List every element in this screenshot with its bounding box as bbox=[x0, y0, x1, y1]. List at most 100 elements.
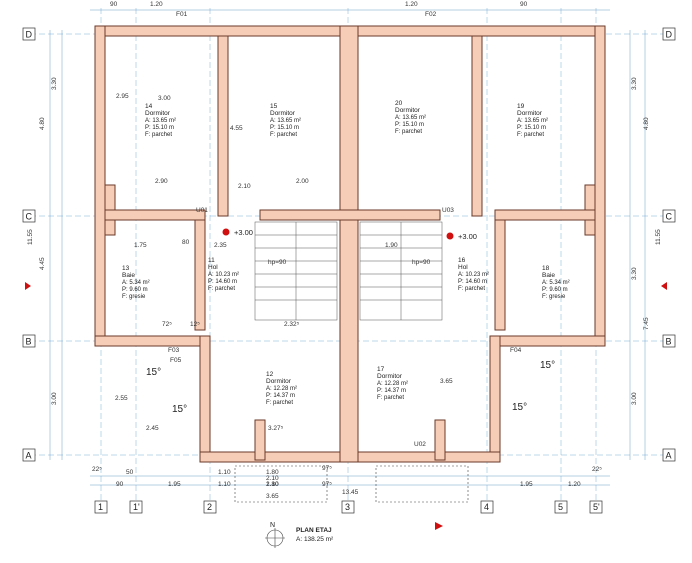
dim-right-5: 7.45 bbox=[643, 317, 650, 330]
balcony-right bbox=[375, 465, 469, 503]
dim-bottom: 1.95 bbox=[168, 481, 181, 488]
axis-box-bottom bbox=[341, 500, 355, 514]
dim-right-2: 4.80 bbox=[643, 117, 650, 130]
dim-interior: 1.90 bbox=[385, 242, 398, 249]
room-floor: F: parchet bbox=[377, 395, 404, 401]
room-number: 14 bbox=[145, 103, 153, 110]
dim-left-2: 4.80 bbox=[39, 117, 46, 130]
dim-bottom: 22⁵ bbox=[592, 466, 602, 473]
room-number: 13 bbox=[122, 265, 130, 272]
room-perimeter: P: 15.10 m bbox=[517, 125, 546, 131]
slope-label-3: 15° bbox=[172, 404, 187, 415]
axis-box-left bbox=[22, 209, 36, 223]
room-perimeter: P: 15.10 m bbox=[395, 122, 424, 128]
stair-label-left: hp=90 bbox=[268, 259, 287, 266]
dim-interior: 3.65 bbox=[440, 378, 453, 385]
section-arrow-icon bbox=[25, 282, 31, 290]
axis-box-right bbox=[662, 334, 676, 348]
room-area: A: 13.65 m² bbox=[270, 118, 301, 124]
dim-top-2: 1.20 bbox=[405, 1, 418, 8]
room-area: A: 12.28 m² bbox=[266, 386, 297, 392]
dim-right-3: 11.55 bbox=[655, 229, 662, 245]
dimension-lines bbox=[49, 9, 646, 486]
room-area: A: 10.23 m² bbox=[458, 272, 489, 278]
section-arrow-icon bbox=[435, 522, 443, 530]
dim-interior: 2.35 bbox=[214, 242, 227, 249]
dim-bottom: 22⁵ bbox=[92, 466, 102, 473]
axis-label-bottom: 4 bbox=[484, 502, 489, 512]
axis-box-bottom bbox=[554, 500, 568, 514]
dim-interior: 3.27⁵ bbox=[268, 425, 284, 432]
room-area: A: 5.34 m² bbox=[122, 280, 150, 286]
room-number: 11 bbox=[208, 257, 215, 264]
dim-right-4: 3.30 bbox=[631, 267, 638, 280]
room-number: 20 bbox=[395, 100, 403, 107]
window-tag: F04 bbox=[510, 347, 522, 354]
room-name: Baie bbox=[542, 272, 555, 279]
dim-interior: 2.45 bbox=[146, 425, 159, 432]
room-name: Hol bbox=[208, 264, 218, 271]
dim-bottom: 90 bbox=[116, 481, 124, 488]
axis-label-right: A bbox=[666, 451, 672, 461]
dim-top-4: 90 bbox=[520, 1, 528, 8]
room-perimeter: P: 14.37 m bbox=[377, 388, 406, 394]
axis-label-bottom: 5 bbox=[558, 502, 563, 512]
room-number: 15 bbox=[270, 103, 278, 110]
stairs bbox=[254, 221, 443, 321]
axis-box-bottom bbox=[480, 500, 494, 514]
window-tag: U01 bbox=[196, 207, 208, 214]
room-name: Dormitor bbox=[266, 378, 292, 385]
room-floor: F: gresie bbox=[542, 294, 566, 300]
axis-box-left bbox=[22, 27, 36, 41]
room-perimeter: P: 15.10 m bbox=[145, 125, 174, 131]
room-floor: F: gresie bbox=[122, 294, 146, 300]
axis-label-bottom: 3 bbox=[345, 502, 350, 512]
room-floor: F: parchet bbox=[266, 400, 293, 406]
dim-right-1: 3.30 bbox=[631, 77, 638, 90]
room-area: A: 5.34 m² bbox=[542, 280, 570, 286]
axis-label-left: C bbox=[26, 212, 33, 222]
axis-label-right: B bbox=[666, 337, 672, 347]
room-perimeter: P: 15.10 m bbox=[270, 125, 299, 131]
dim-interior: 2.10 bbox=[266, 475, 279, 482]
axis-label-right: C bbox=[666, 212, 673, 222]
dim-bottom: 1.95 bbox=[520, 481, 533, 488]
dim-interior: 97⁵ bbox=[322, 465, 332, 472]
section-arrow-icon bbox=[661, 282, 667, 290]
slope-label-4: 15° bbox=[512, 402, 527, 413]
dim-interior: 12⁵ bbox=[190, 321, 200, 328]
room-number: 12 bbox=[266, 371, 274, 378]
axis-box-bottom bbox=[589, 500, 603, 514]
dim-bottom: 3.65 bbox=[266, 493, 279, 500]
room-perimeter: P: 14.60 m bbox=[458, 279, 487, 285]
dim-interior: 2.10 bbox=[238, 183, 251, 190]
room-area: A: 13.65 m² bbox=[517, 118, 548, 124]
dim-interior: 2.95 bbox=[116, 93, 129, 100]
north-arrow: N bbox=[265, 522, 285, 548]
dim-left-1: 3.30 bbox=[51, 77, 58, 90]
stair-label-right: hp=90 bbox=[412, 259, 431, 266]
window-tag: F03 bbox=[168, 347, 180, 354]
room-number: 17 bbox=[377, 366, 385, 373]
room-floor: F: parchet bbox=[395, 129, 422, 135]
room-name: Dormitor bbox=[270, 110, 296, 117]
dim-interior: 1.80 bbox=[266, 469, 279, 476]
window-tag: F02 bbox=[425, 11, 437, 18]
slope-label-2: 15° bbox=[540, 360, 555, 371]
dim-bottom: 97⁵ bbox=[322, 481, 332, 488]
dim-left-4: 4.45 bbox=[39, 257, 46, 270]
window-tag: U02 bbox=[414, 441, 426, 448]
